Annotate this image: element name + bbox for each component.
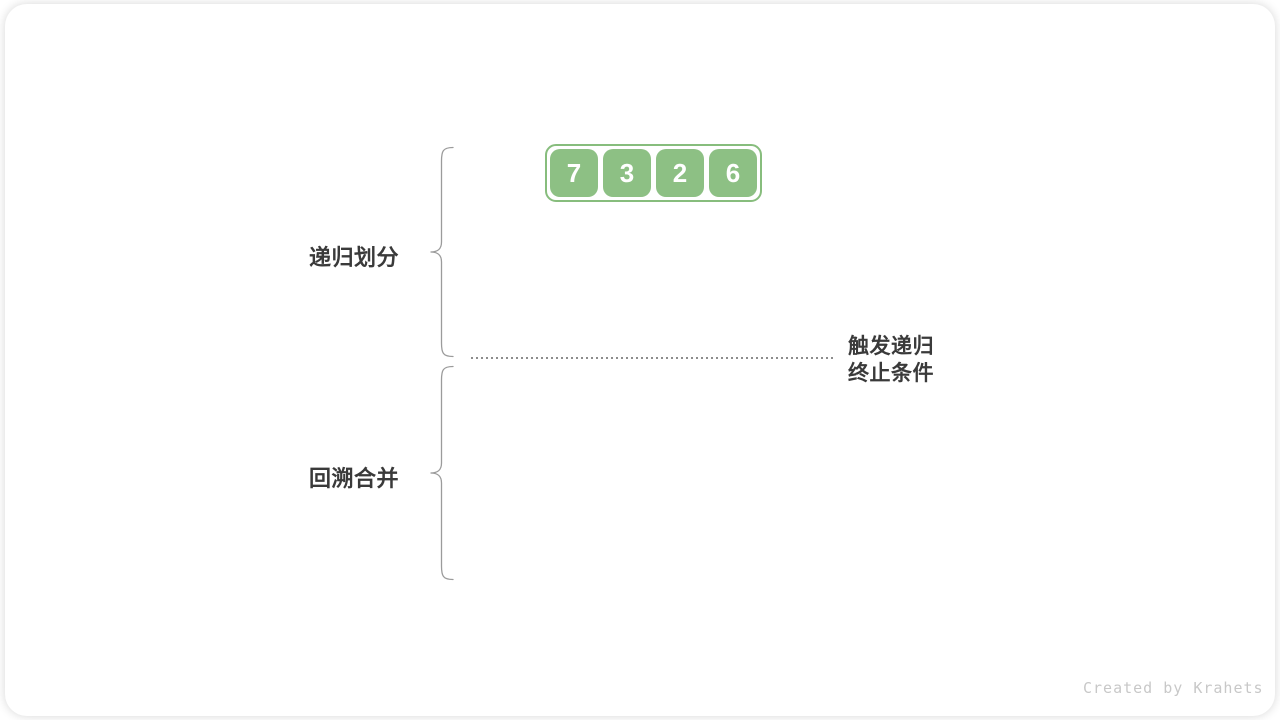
array-container: 7 3 2 6: [545, 144, 762, 202]
array-cell: 6: [709, 149, 757, 197]
label-termination-condition: 触发递归 终止条件: [848, 333, 934, 387]
array-cell: 3: [603, 149, 651, 197]
termination-line-2: 终止条件: [848, 362, 934, 385]
brace-merge-icon: [430, 365, 454, 581]
array-cell: 7: [550, 149, 598, 197]
label-recursive-divide: 递归划分: [309, 245, 400, 270]
termination-line-1: 触发递归: [848, 335, 934, 358]
termination-dotted-line: [471, 357, 835, 359]
brace-divide-icon: [430, 146, 454, 358]
array-cell: 2: [656, 149, 704, 197]
watermark: Created by Krahets: [1083, 679, 1264, 697]
label-backtrack-merge: 回溯合并: [309, 466, 400, 491]
canvas-card: 递归划分 回溯合并 7 3 2 6 触发递归 终止条件 Created by K…: [5, 4, 1275, 716]
